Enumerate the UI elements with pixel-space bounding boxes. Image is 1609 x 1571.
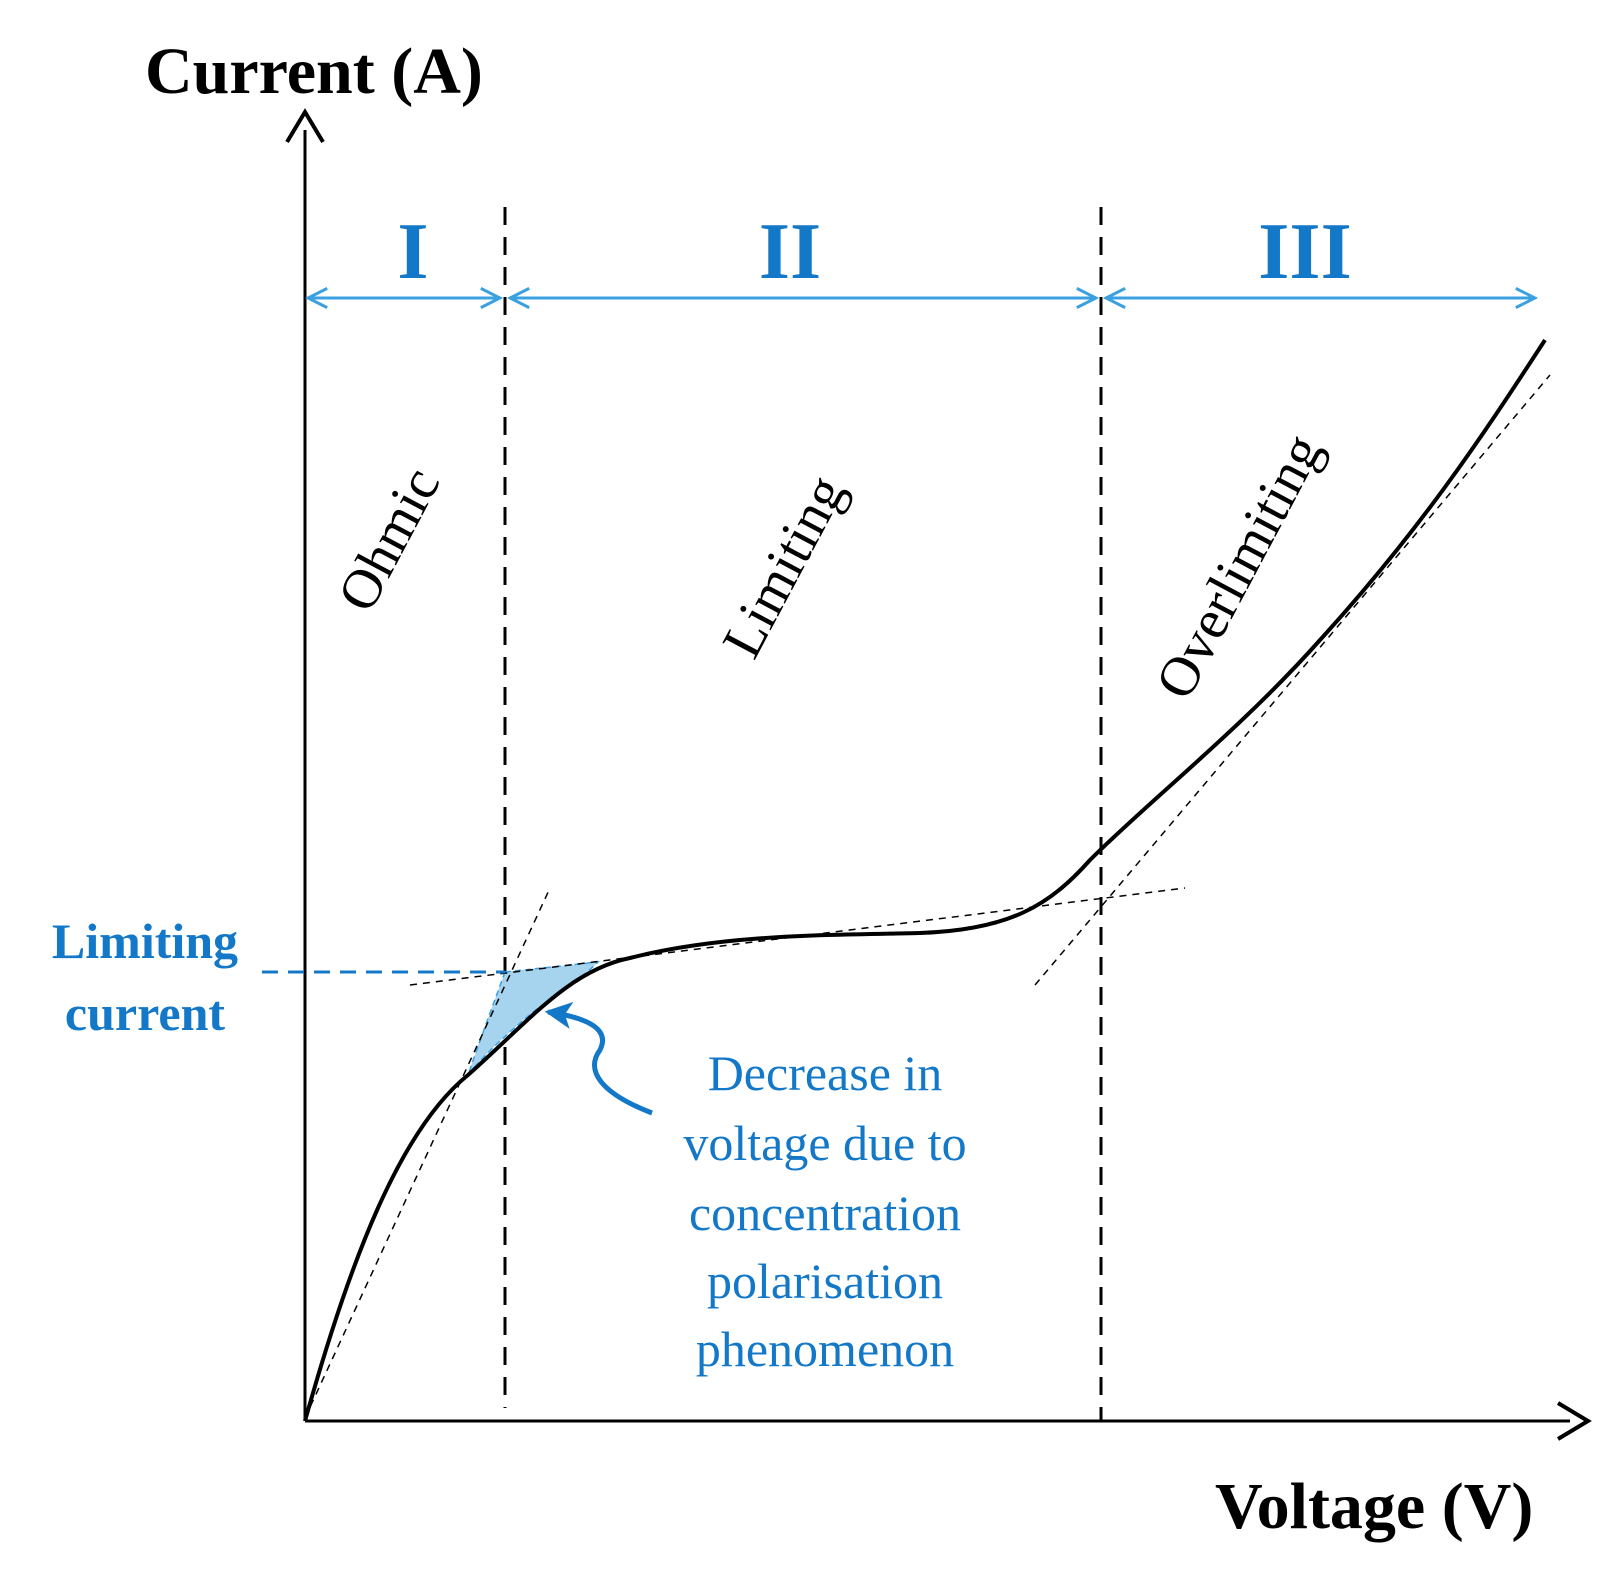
- annotation-line-3: concentration: [689, 1185, 961, 1241]
- x-axis-arrowhead: [1556, 1401, 1592, 1441]
- annotation-curved-arrow: [544, 1001, 653, 1116]
- annotation-line-4: polarisation: [707, 1253, 943, 1309]
- x-axis-title: Voltage (V): [1215, 1470, 1533, 1543]
- y-axis-arrowhead: [285, 108, 325, 144]
- annotation-line-2: voltage due to: [683, 1115, 966, 1171]
- tangent-ohmic: [304, 887, 551, 1419]
- iv-curve: [303, 338, 1547, 1422]
- region-label-overlimiting: Overlimiting: [1144, 424, 1335, 709]
- region-label-ohmic: Ohmic: [326, 458, 452, 622]
- annotation-line-1: Decrease in: [708, 1045, 943, 1101]
- limiting-current-label-line1: Limiting: [52, 913, 238, 969]
- y-axis-title: Current (A): [145, 35, 483, 108]
- zone-numeral-i: I: [397, 208, 428, 296]
- annotation-line-5: phenomenon: [696, 1321, 954, 1377]
- tangent-overlimiting: [1034, 374, 1551, 986]
- zone-numeral-ii: II: [759, 208, 821, 296]
- region-label-limiting: Limiting: [711, 465, 858, 667]
- zone-numeral-iii: III: [1258, 208, 1351, 296]
- limiting-current-label-line2: current: [65, 985, 225, 1041]
